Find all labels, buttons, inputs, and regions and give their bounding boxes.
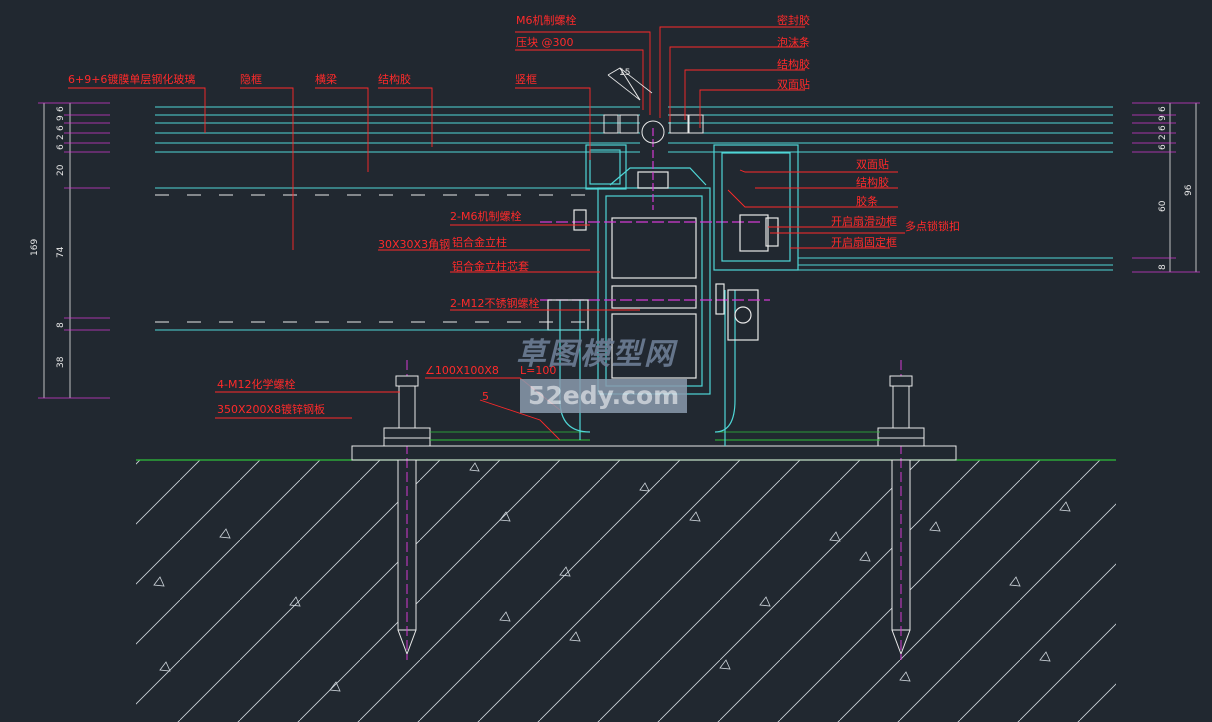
label-right-multipoint: 多点锁锁扣 [905,220,960,233]
dim-left-1: 9 [56,115,66,121]
label-right-rubber: 胶条 [856,195,878,208]
dim-left-8: 38 [56,356,66,368]
label-angle-100: ∠100X100X8 [425,364,499,377]
anchor-bolt-left [383,360,431,660]
label-top-double-tape: 双面贴 [777,78,810,91]
dim-right-2: 6 [1158,125,1168,131]
dim-right-1: 9 [1158,115,1168,121]
dim-right-total: 96 [1184,184,1194,196]
label-column: 竖框 [515,73,537,86]
label-alu-core: 铝合金立柱芯套 [452,260,529,273]
label-top-pressure: 压块 @300 [516,36,574,49]
label-top-bolt: M6机制螺栓 [516,14,577,27]
label-chem-bolts: 4-M12化学螺栓 [217,378,296,391]
label-right-open-frame: 开启扇固定框 [831,236,897,249]
leader-lines [68,26,905,441]
label-right-double-tape: 双面贴 [856,158,889,171]
dim-left-4: 6 [56,144,66,150]
seal-blocks [603,67,704,144]
dim-right-5: 60 [1158,200,1168,212]
label-angle-steel: 30X30X3角钢 [378,238,451,251]
label-right-open-rod: 开启扇滑动框 [831,215,897,228]
anchor-bolt-right [877,360,925,660]
glass-panes [155,106,1113,331]
label-m6-bolts: 2-M6机制螺栓 [450,210,522,223]
right-dimensions [1132,102,1200,273]
steel-plate [351,431,957,461]
angle-callout [607,67,653,101]
dim-left-6: 74 [56,246,66,258]
label-top-structural: 结构胶 [777,58,810,71]
dim-left-3: 2 [56,134,66,140]
label-top-sealant: 密封胶 [777,14,810,27]
dim-right-0: 6 [1158,106,1168,112]
dim-left-0: 6 [56,106,66,112]
dim-left-7: 8 [56,322,66,328]
label-top-foam: 泡沫条 [777,36,810,49]
label-alu-mullion: 铝合金立柱 [452,236,507,249]
concrete-base [136,459,1116,722]
open-frame [585,144,799,271]
label-glass: 6+9+6镀膜单层钢化玻璃 [68,73,196,86]
label-length-100: L=100 [520,364,557,377]
left-dimensions [38,102,110,399]
dim-right-3: 2 [1158,134,1168,140]
label-angle-15: 15 [619,68,631,78]
dim-right-4: 6 [1158,144,1168,150]
dim-left-2: 6 [56,125,66,131]
label-m12-bolts: 2-M12不锈钢螺栓 [450,297,540,310]
dim-left-5: 20 [56,164,66,176]
label-plate: 350X200X8镀锌钢板 [217,403,326,416]
dim-right-6: 8 [1158,264,1168,270]
label-structural-glue: 结构胶 [378,73,411,86]
hidden-lines [155,194,598,323]
label-beam: 横梁 [315,73,337,86]
label-hidden-frame: 隐框 [240,73,262,86]
watermark-title: 草图模型网 [516,337,676,372]
label-right-structural: 结构胶 [856,176,889,189]
dim-left-total: 169 [30,238,40,256]
watermark-url: 52edy.com [520,379,688,413]
label-weld-5: 5 [482,390,489,403]
